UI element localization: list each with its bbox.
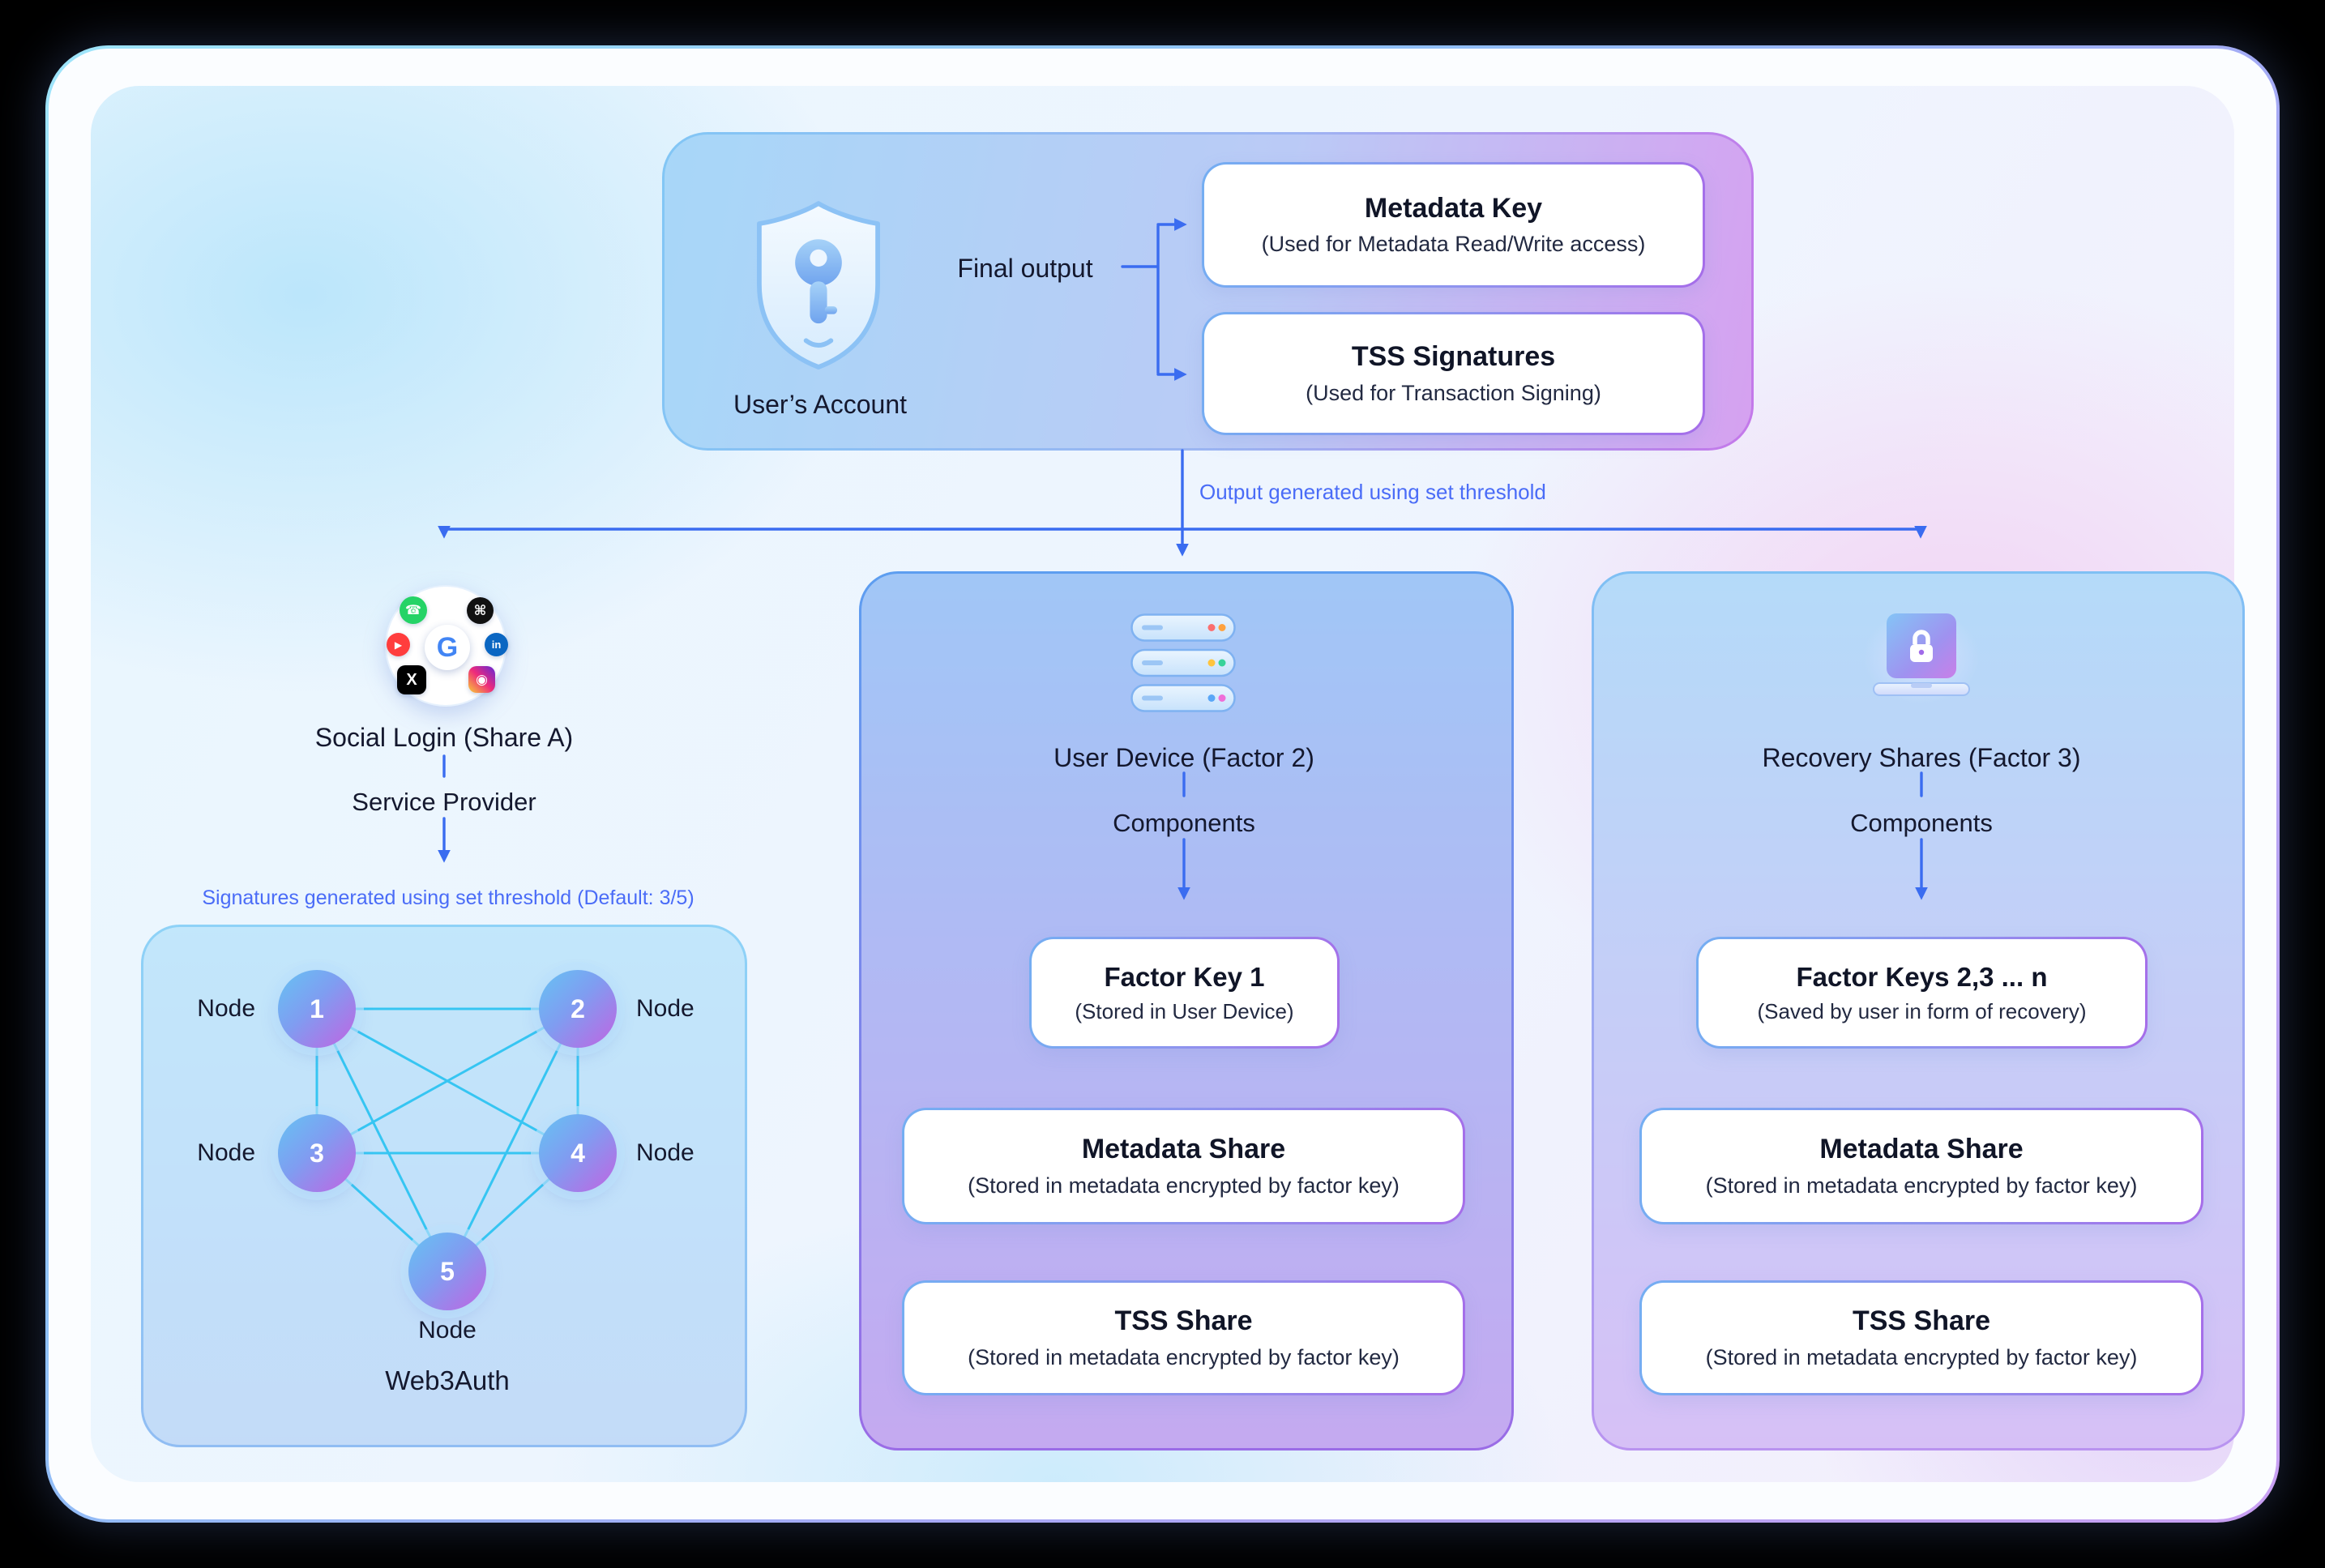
shield-key-icon xyxy=(757,201,880,370)
social-login-title: Social Login (Share A) xyxy=(314,723,574,752)
linkedin-provider-icon: in xyxy=(485,633,508,656)
factor-key-1-card-body: Factor Key 1 (Stored in User Device) xyxy=(1032,939,1337,1046)
node-number: 4 xyxy=(571,1138,585,1168)
recovery-tss-share-subtitle: (Stored in metadata encrypted by factor … xyxy=(1705,1344,2138,1369)
recovery-metadata-share-card-body: Metadata Share (Stored in metadata encry… xyxy=(1642,1110,2201,1222)
user-device-components-label: Components xyxy=(1113,809,1255,837)
recovery-shares-title: Recovery Shares (Factor 3) xyxy=(1762,743,2081,772)
node-number: 1 xyxy=(310,993,324,1023)
network-node-5: 5 xyxy=(408,1233,486,1310)
x-glyph: X xyxy=(406,670,417,689)
device-metadata-share-card-body: Metadata Share (Stored in metadata encry… xyxy=(904,1110,1463,1222)
node-label-4: Node xyxy=(636,1139,695,1166)
laptop-lock-icon xyxy=(1863,610,1980,704)
youtube-provider-icon: ▶ xyxy=(387,633,410,656)
play-glyph: ▶ xyxy=(394,639,403,651)
metadata-key-subtitle: (Used for Metadata Read/Write access) xyxy=(1261,232,1646,257)
phone-provider-icon: ☎ xyxy=(400,596,427,624)
device-tss-share-card-body: TSS Share (Stored in metadata encrypted … xyxy=(904,1283,1463,1393)
tss-signatures-subtitle: (Used for Transaction Signing) xyxy=(1306,380,1601,405)
node-number: 3 xyxy=(310,1138,324,1168)
social-login-icon: ☎ ⌘ ▶ in X ◉ G xyxy=(385,585,508,707)
factor-keys-n-card-body: Factor Keys 2,3 ... n (Saved by user in … xyxy=(1699,939,2145,1046)
output-threshold-label: Output generated using set threshold xyxy=(1199,480,1546,504)
tss-signatures-title: TSS Signatures xyxy=(1351,341,1556,373)
node-label-1: Node xyxy=(197,995,255,1022)
google-glyph: G xyxy=(436,631,459,663)
factor-keys-n-title: Factor Keys 2,3 ... n xyxy=(1796,961,2048,992)
factor-keys-n-card: Factor Keys 2,3 ... n (Saved by user in … xyxy=(1696,937,2148,1049)
linkedin-glyph: in xyxy=(491,639,502,651)
device-metadata-share-subtitle: (Stored in metadata encrypted by factor … xyxy=(968,1173,1400,1198)
recovery-metadata-share-card: Metadata Share (Stored in metadata encry… xyxy=(1639,1108,2203,1224)
metadata-key-title: Metadata Key xyxy=(1364,192,1543,224)
device-metadata-share-title: Metadata Share xyxy=(1081,1134,1286,1165)
web3auth-label: Web3Auth xyxy=(385,1365,510,1395)
node-number: 5 xyxy=(440,1256,455,1286)
x-provider-icon: X xyxy=(397,665,426,694)
factor-key-1-subtitle: (Stored in User Device) xyxy=(1075,998,1294,1023)
node-label-3: Node xyxy=(197,1139,255,1166)
node-label-5: Node xyxy=(418,1317,477,1344)
user-device-title: User Device (Factor 2) xyxy=(1054,743,1314,772)
device-tss-share-subtitle: (Stored in metadata encrypted by factor … xyxy=(968,1344,1400,1369)
node-label-2: Node xyxy=(636,995,695,1022)
network-node-3: 3 xyxy=(278,1114,356,1192)
factor-key-1-title: Factor Key 1 xyxy=(1104,961,1265,992)
user-account-label: User’s Account xyxy=(733,390,908,419)
network-node-4: 4 xyxy=(539,1114,617,1192)
apple-glyph: ⌘ xyxy=(473,602,487,618)
network-node-1: 1 xyxy=(278,970,356,1048)
network-node-2: 2 xyxy=(539,970,617,1048)
phone-glyph: ☎ xyxy=(405,604,421,617)
recovery-tss-share-card-body: TSS Share (Stored in metadata encrypted … xyxy=(1642,1283,2201,1393)
signatures-threshold-label: Signatures generated using set threshold… xyxy=(202,887,695,909)
node-number: 2 xyxy=(571,993,585,1023)
service-provider-label: Service Provider xyxy=(352,788,536,816)
instagram-provider-icon: ◉ xyxy=(468,666,495,693)
recovery-metadata-share-title: Metadata Share xyxy=(1819,1134,2024,1165)
device-metadata-share-card: Metadata Share (Stored in metadata encry… xyxy=(902,1108,1465,1224)
metadata-key-card-body: Metadata Key (Used for Metadata Read/Wri… xyxy=(1204,164,1703,285)
device-tss-share-title: TSS Share xyxy=(1114,1305,1253,1337)
factor-key-1-card: Factor Key 1 (Stored in User Device) xyxy=(1029,937,1340,1049)
recovery-metadata-share-subtitle: (Stored in metadata encrypted by factor … xyxy=(1705,1173,2138,1198)
recovery-components-label: Components xyxy=(1850,809,1993,837)
recovery-tss-share-card: TSS Share (Stored in metadata encrypted … xyxy=(1639,1280,2203,1395)
metadata-key-card: Metadata Key (Used for Metadata Read/Wri… xyxy=(1202,162,1705,288)
tss-signatures-card-body: TSS Signatures (Used for Transaction Sig… xyxy=(1204,314,1703,433)
recovery-tss-share-title: TSS Share xyxy=(1852,1305,1991,1337)
instagram-glyph: ◉ xyxy=(476,671,488,687)
tss-signatures-card: TSS Signatures (Used for Transaction Sig… xyxy=(1202,312,1705,435)
device-tss-share-card: TSS Share (Stored in metadata encrypted … xyxy=(902,1280,1465,1395)
factor-keys-n-subtitle: (Saved by user in form of recovery) xyxy=(1757,998,2087,1023)
server-stack-icon xyxy=(1130,613,1236,712)
final-output-label: Final output xyxy=(957,254,1093,283)
google-provider-icon: G xyxy=(425,625,470,670)
apple-provider-icon: ⌘ xyxy=(467,597,494,624)
